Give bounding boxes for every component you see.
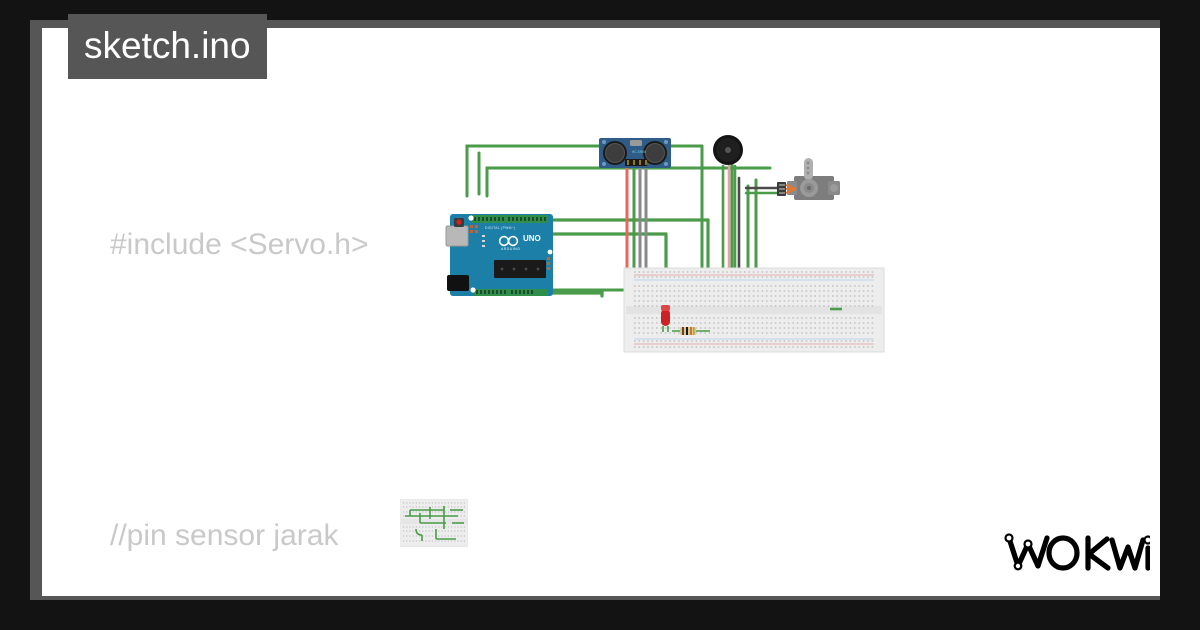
code-line: #include <Servo.h> — [110, 228, 369, 261]
arduino-brand-label: ARDUINO — [501, 247, 520, 251]
editor-panel: #include <Servo.h> //pin sensor jarak co… — [42, 28, 1160, 596]
code-line: //pin sensor jarak — [110, 519, 339, 552]
ultrasonic-sensor-hcsr04[interactable]: HC-SR04 — [599, 138, 671, 168]
breadboard-holes — [634, 271, 874, 348]
breadboard-minimap[interactable] — [400, 499, 468, 547]
circuit-diagram[interactable]: DIGITAL (PWM~) UNO ARDUINO — [42, 28, 1160, 596]
resistor[interactable] — [672, 327, 710, 335]
arduino-uno-label: UNO — [523, 234, 541, 243]
code-editor-text: #include <Servo.h> //pin sensor jarak co… — [110, 124, 650, 596]
servo-motor[interactable] — [777, 158, 840, 200]
arduino-uno-board[interactable]: DIGITAL (PWM~) UNO ARDUINO — [445, 214, 553, 296]
breadboard[interactable] — [623, 267, 885, 353]
buzzer[interactable] — [713, 135, 743, 165]
sensor-label: HC-SR04 — [632, 150, 646, 154]
wokwi-logo — [1004, 533, 1150, 571]
arduino-infinity-icon — [498, 235, 519, 247]
arduino-digital-label: DIGITAL (PWM~) — [485, 226, 515, 230]
led-red[interactable] — [661, 305, 670, 332]
file-title-badge: sketch.ino — [68, 14, 267, 79]
